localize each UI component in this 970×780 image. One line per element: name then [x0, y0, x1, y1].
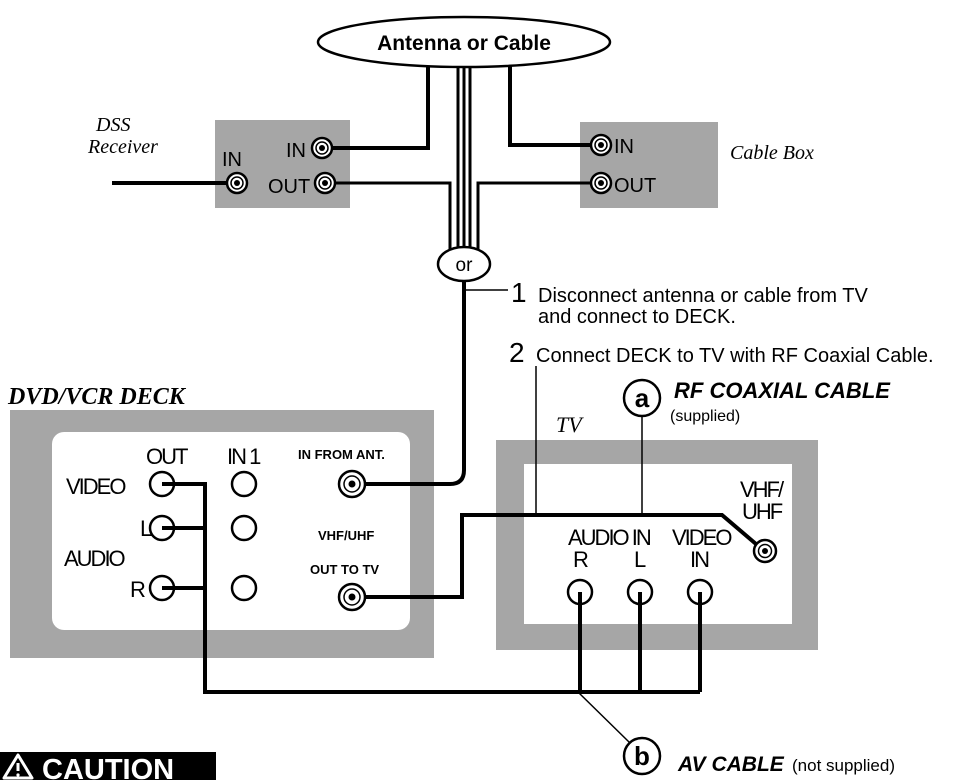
deck-in1-label: IN 1: [227, 444, 261, 469]
splitter-label: or: [456, 255, 474, 276]
cable-box-name: Cable Box: [730, 142, 814, 164]
deck-in-from-ant-connector: [337, 469, 367, 499]
dss-out-connector: [313, 171, 337, 195]
splitter-or-bubble: [436, 245, 492, 283]
deck-audio-r-label: R: [130, 577, 145, 602]
deck-vhf-uhf-label: VHF/UHF: [318, 528, 374, 543]
rf-coaxial-cable: [365, 513, 758, 599]
tv-uhf-label: UHF: [742, 499, 783, 524]
deck-in1-audio-r-jack: [230, 574, 258, 602]
cable-box-out-connector: [589, 171, 613, 195]
cable-box-in-connector: [589, 133, 613, 157]
tv-audio-l-label: L: [634, 547, 646, 572]
callout-b-badge: [622, 736, 662, 776]
deck-out-label: OUT: [146, 444, 188, 469]
wire-splitter-to-deck-in-from-ant: [365, 280, 466, 486]
callout-b-letter: b: [634, 741, 650, 771]
tv-vhf-uhf-connector: [752, 538, 778, 564]
callout-b-leader-line: [577, 691, 630, 743]
rf-coaxial-cable-note: (supplied): [670, 408, 740, 425]
source-label: Antenna or Cable: [377, 32, 551, 55]
rf-coaxial-cable-name: RF COAXIAL CABLE: [674, 378, 891, 403]
av-cable-name: AV CABLE: [677, 753, 785, 776]
tv-title: TV: [556, 412, 584, 437]
deck-title: DVD/VCR DECK: [7, 384, 187, 410]
wire-source-to-dss-in: [332, 60, 430, 150]
dss-in-port-label: IN: [286, 140, 306, 162]
callout-a-letter: a: [635, 383, 650, 413]
step-1-number: 1: [511, 277, 527, 308]
dss-input-connector: [225, 171, 249, 195]
wire-dss-out-to-splitter: [335, 181, 452, 252]
tv-audio-in-label: AUDIO IN: [568, 525, 651, 550]
deck-video-label: VIDEO: [66, 474, 126, 499]
caution-label: CAUTION: [42, 754, 174, 780]
warning-icon: [2, 753, 34, 780]
caution-banner: CAUTION: [0, 752, 216, 780]
tv-video-in-label: IN: [690, 547, 709, 572]
deck-in1-video-jack: [230, 470, 258, 498]
tv-audio-r-label: R: [573, 547, 588, 572]
dss-in-connector: [310, 136, 334, 160]
tv-video-label: VIDEO: [672, 525, 732, 550]
deck-inner-panel: [52, 432, 410, 630]
dss-out-port-label: OUT: [268, 176, 310, 198]
deck-audio-l-label: L: [140, 516, 152, 541]
step-2-number: 2: [509, 337, 525, 368]
dss-in-label: IN: [222, 149, 242, 171]
cable-box-out-label: OUT: [614, 175, 656, 197]
deck-in-from-ant-label: IN FROM ANT.: [298, 447, 385, 462]
step-1-text-line2: and connect to DECK.: [538, 306, 736, 328]
deck-in1-audio-l-jack: [230, 514, 258, 542]
deck-out-to-tv-connector: [337, 582, 367, 612]
av-cable-note: (not supplied): [792, 756, 895, 775]
antenna-or-cable-source: [316, 15, 612, 69]
dss-name-line2: Receiver: [87, 136, 158, 158]
callout-a-badge: [622, 378, 662, 418]
step-2-text: Connect DECK to TV with RF Coaxial Cable…: [536, 345, 934, 367]
dss-name-line1: DSS: [95, 114, 130, 136]
deck-audio-label: AUDIO: [64, 546, 126, 571]
deck-out-to-tv-label: OUT TO TV: [310, 562, 379, 577]
cable-box-in-label: IN: [614, 136, 634, 158]
wire-cable-box-out-to-splitter: [476, 181, 591, 252]
step-1-text-line1: Disconnect antenna or cable from TV: [538, 285, 868, 307]
tv-vhf-label: VHF/: [740, 477, 785, 502]
caution-banner-background: [0, 752, 216, 780]
wire-source-to-cable-box-in: [508, 60, 591, 147]
